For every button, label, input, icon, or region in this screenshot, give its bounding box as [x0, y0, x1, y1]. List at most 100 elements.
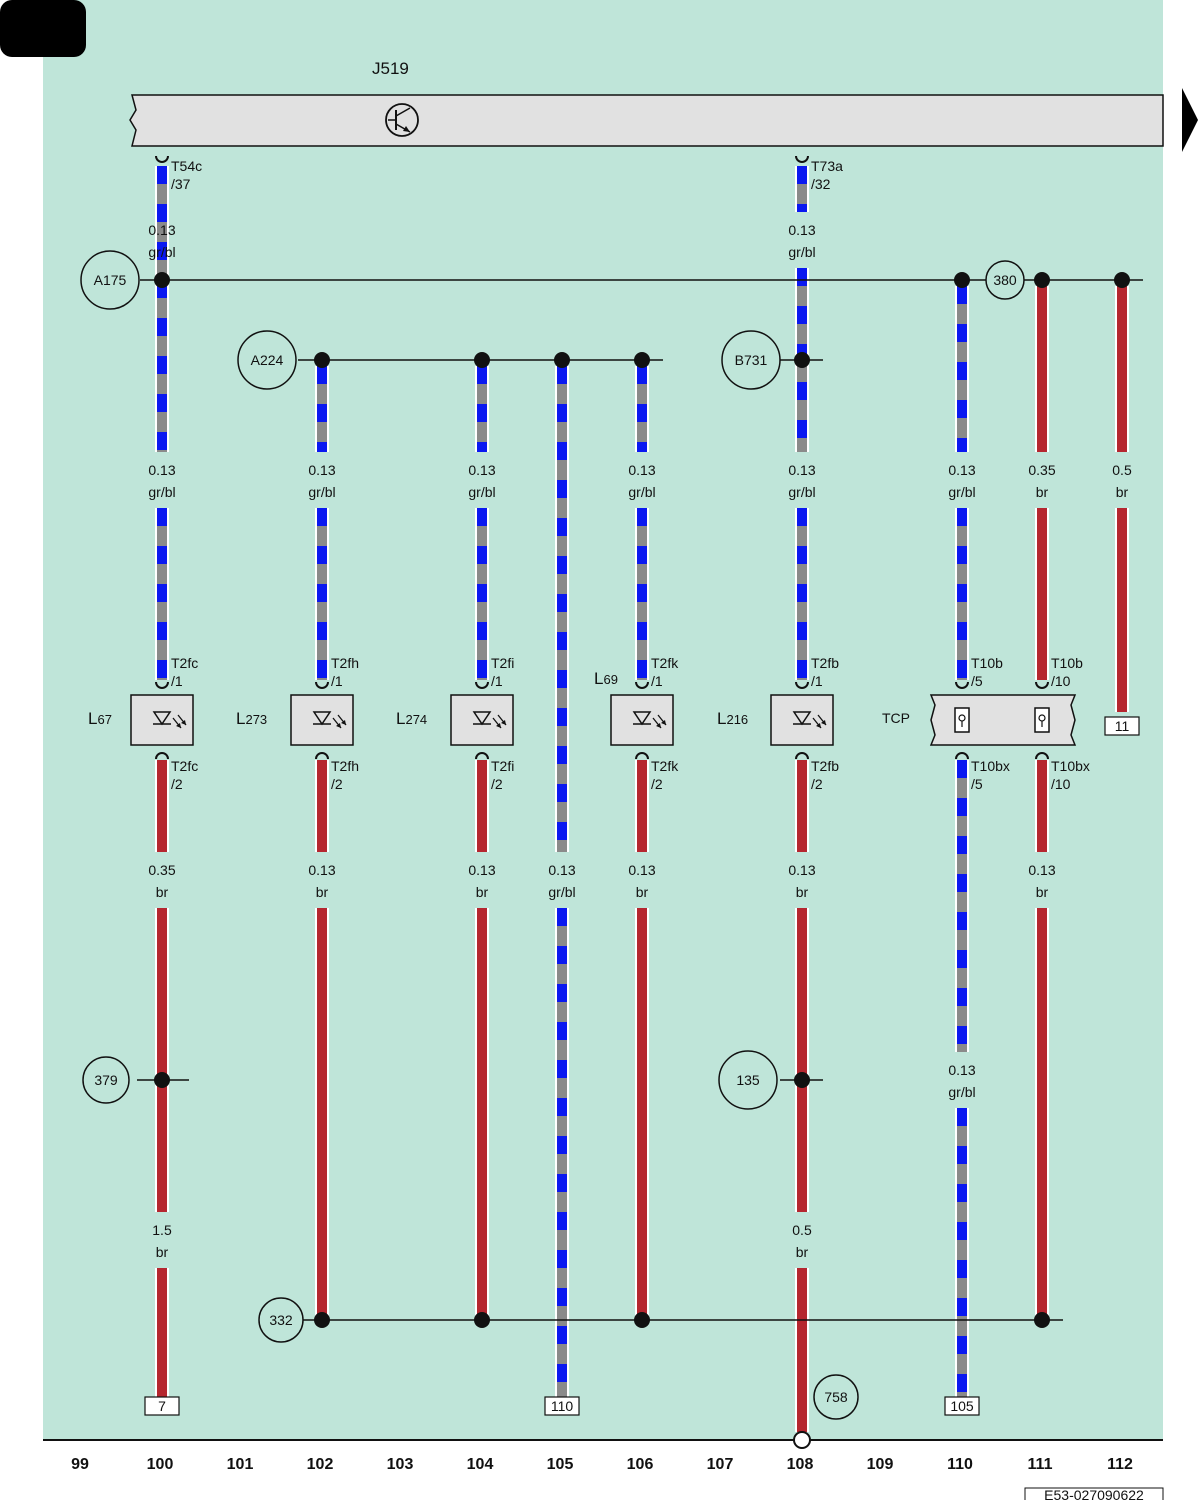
- wire-size: 0.5: [1112, 462, 1132, 478]
- connector-pin: /2: [651, 776, 663, 792]
- connector-label: T10bx: [1051, 758, 1090, 774]
- wire-segment: [155, 166, 169, 452]
- connection-point-a175: A175: [80, 250, 140, 310]
- wire-segment: [315, 366, 329, 452]
- column-number: 99: [71, 1456, 89, 1473]
- connection-point-b731: B731: [721, 330, 781, 390]
- svg-text:T54c: T54c: [171, 158, 202, 174]
- connector-t73a: T73a /32: [795, 155, 843, 192]
- connection-point-a224: A224: [237, 330, 297, 390]
- component-label: L69: [594, 669, 618, 688]
- wire-size: 0.13: [788, 862, 815, 878]
- wire-color: br: [316, 884, 329, 900]
- wire-color: br: [796, 1244, 809, 1260]
- connector-label: T2fh: [331, 655, 359, 671]
- wire-segment: [315, 908, 329, 1320]
- wire-color: br: [156, 884, 169, 900]
- junction-dot: [954, 272, 970, 288]
- wire-size: 0.13: [308, 862, 335, 878]
- wire-label: 1.5br: [152, 1222, 172, 1260]
- wire-segment: [955, 760, 969, 1052]
- junction-dot: [314, 1312, 330, 1328]
- column-number: 106: [627, 1456, 654, 1473]
- wire-color: gr/bl: [788, 484, 815, 500]
- column-number: 107: [707, 1456, 734, 1473]
- wire-color: gr/bl: [148, 484, 175, 500]
- wire-label: 0.13 gr/bl: [548, 862, 575, 900]
- connector-pin: /2: [491, 776, 503, 792]
- component-label: L216: [717, 709, 748, 728]
- wire-size: 0.35: [148, 862, 175, 878]
- svg-text:B731: B731: [735, 352, 768, 368]
- wire-segment: [955, 286, 969, 452]
- page-tab: [0, 0, 86, 57]
- wire-segment: [475, 366, 489, 452]
- wire-color: br: [796, 884, 809, 900]
- transistor-icon: [385, 103, 419, 137]
- component-subscript: 67: [97, 712, 111, 727]
- connector-pin: /1: [491, 673, 503, 689]
- svg-text:380: 380: [993, 272, 1017, 288]
- wire-segment: [635, 760, 649, 852]
- connector-label: T2fb: [811, 758, 839, 774]
- junction-dots: [154, 272, 1130, 1449]
- wire-segment: [315, 760, 329, 852]
- wire-segment: [635, 366, 649, 452]
- connector-pin: /1: [331, 673, 343, 689]
- wire-color: gr/bl: [948, 484, 975, 500]
- connector-pin: /2: [331, 776, 343, 792]
- components: L67T2fc/1T2fc/2L273T2fh/1T2fh/2L274T2fi/…: [88, 655, 1090, 792]
- wire-label: 0.13 gr/bl: [148, 462, 175, 500]
- svg-text:A175: A175: [94, 272, 127, 288]
- ground-terminal: [793, 1431, 811, 1449]
- reference-box: 105: [944, 1396, 980, 1416]
- svg-text:/32: /32: [811, 176, 831, 192]
- wire-color: gr/bl: [308, 484, 335, 500]
- wire-size: 0.13: [148, 222, 175, 238]
- junction-dot: [1034, 1312, 1050, 1328]
- wire-size: 0.13: [148, 462, 175, 478]
- connector-pin: /5: [971, 776, 983, 792]
- connector-label: T2fc: [171, 655, 198, 671]
- wire-label: 0.13 gr/bl: [308, 462, 335, 500]
- svg-text:/37: /37: [171, 176, 191, 192]
- component-label: TCP: [882, 710, 910, 726]
- wire-color: gr/bl: [548, 884, 575, 900]
- component-subscript: 273: [245, 712, 267, 727]
- column-number: 108: [787, 1456, 814, 1473]
- wire-size: 0.13: [308, 462, 335, 478]
- wire-segment: [1115, 508, 1129, 712]
- wire-segment: [1035, 286, 1049, 452]
- svg-text:T73a: T73a: [811, 158, 843, 174]
- svg-text:110: 110: [551, 1398, 574, 1414]
- junction-dot: [794, 352, 810, 368]
- wire-color: gr/bl: [788, 244, 815, 260]
- wire-size: 0.13: [548, 862, 575, 878]
- wire-label: 0.5br: [1112, 462, 1132, 500]
- wire-segment: [955, 1108, 969, 1398]
- control-unit-label: J519: [372, 59, 409, 78]
- wire-segment: [1035, 908, 1049, 1320]
- column-number: 110: [947, 1456, 973, 1473]
- wire-segment: [1115, 286, 1129, 452]
- wire-segment: [1035, 508, 1049, 680]
- wire-segment: [155, 908, 169, 1212]
- next-page-arrow-icon: [1182, 88, 1198, 152]
- svg-text:A224: A224: [251, 352, 284, 368]
- svg-text:11: 11: [1115, 718, 1130, 734]
- wire-segment: [795, 166, 809, 212]
- svg-text:332: 332: [269, 1312, 293, 1328]
- wire-segment: [155, 508, 169, 680]
